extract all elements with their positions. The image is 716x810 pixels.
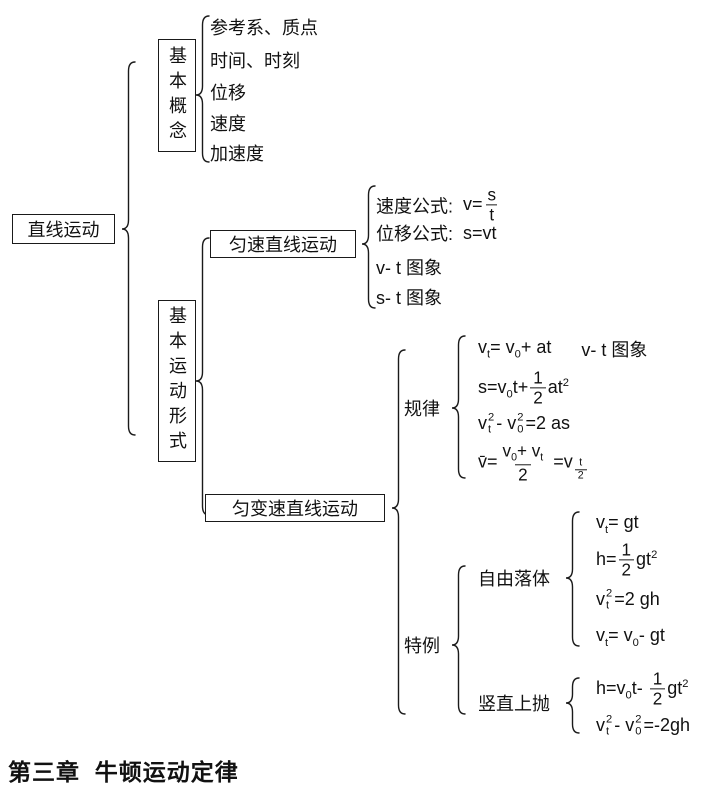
- free-fall-formula-1: vt= gt: [596, 512, 639, 536]
- brace: [121, 61, 136, 436]
- node-linear-motion: 直线运动: [12, 214, 115, 244]
- concept-item-velocity: 速度: [210, 114, 246, 134]
- brace: [565, 511, 580, 647]
- rule-note-vt-graph: v- t 图象: [581, 340, 648, 360]
- brace: [195, 15, 210, 163]
- rule-formula-row: vt= v0+ at v- t 图象: [478, 336, 647, 362]
- displacement-formula: s=vt: [463, 222, 497, 243]
- brace: [451, 335, 466, 479]
- concept-item-acceleration: 加速度: [210, 144, 264, 164]
- free-fall-formula-4: vt= v0- gt: [596, 625, 665, 649]
- chapter-heading: 第三章 牛顿运动定律: [8, 759, 239, 785]
- free-fall-formula-row: vt= gt: [596, 512, 639, 536]
- st-graph-label: s- t 图象: [376, 284, 442, 310]
- vertical-throw-label: 竖直上抛: [478, 694, 550, 714]
- special-cases-label: 特例: [404, 636, 440, 656]
- brace: [361, 185, 376, 309]
- brace: [195, 237, 210, 516]
- formula-prefix: 位移公式:: [376, 224, 454, 244]
- vt-graph-text: v- t 图象: [376, 258, 442, 278]
- rules-label: 规律: [404, 399, 440, 419]
- rule-formula-1: vt= v0+ at: [478, 337, 552, 361]
- formula-prefix: 速度公式:: [376, 196, 454, 216]
- concept-item-reference-frame: 参考系、质点: [210, 18, 318, 38]
- node-basic-motion-forms: 基本运动形式: [158, 300, 196, 462]
- node-basic-concepts: 基本概念: [158, 39, 196, 152]
- node-uniform-accel-motion: 匀变速直线运动: [205, 494, 385, 522]
- brace: [451, 565, 466, 715]
- concept-item-time: 时间、时刻: [210, 51, 300, 71]
- brace: [565, 677, 580, 734]
- concept-item-displacement: 位移: [210, 83, 246, 103]
- free-fall-label: 自由落体: [478, 569, 550, 589]
- node-uniform-motion: 匀速直线运动: [210, 230, 356, 258]
- uniform-displacement-formula-row: 位移公式: s=vt: [376, 220, 497, 246]
- free-fall-formula-row: vt= v0- gt: [596, 625, 665, 649]
- vt-graph-label: v- t 图象: [376, 254, 442, 280]
- st-graph-text: s- t 图象: [376, 288, 442, 308]
